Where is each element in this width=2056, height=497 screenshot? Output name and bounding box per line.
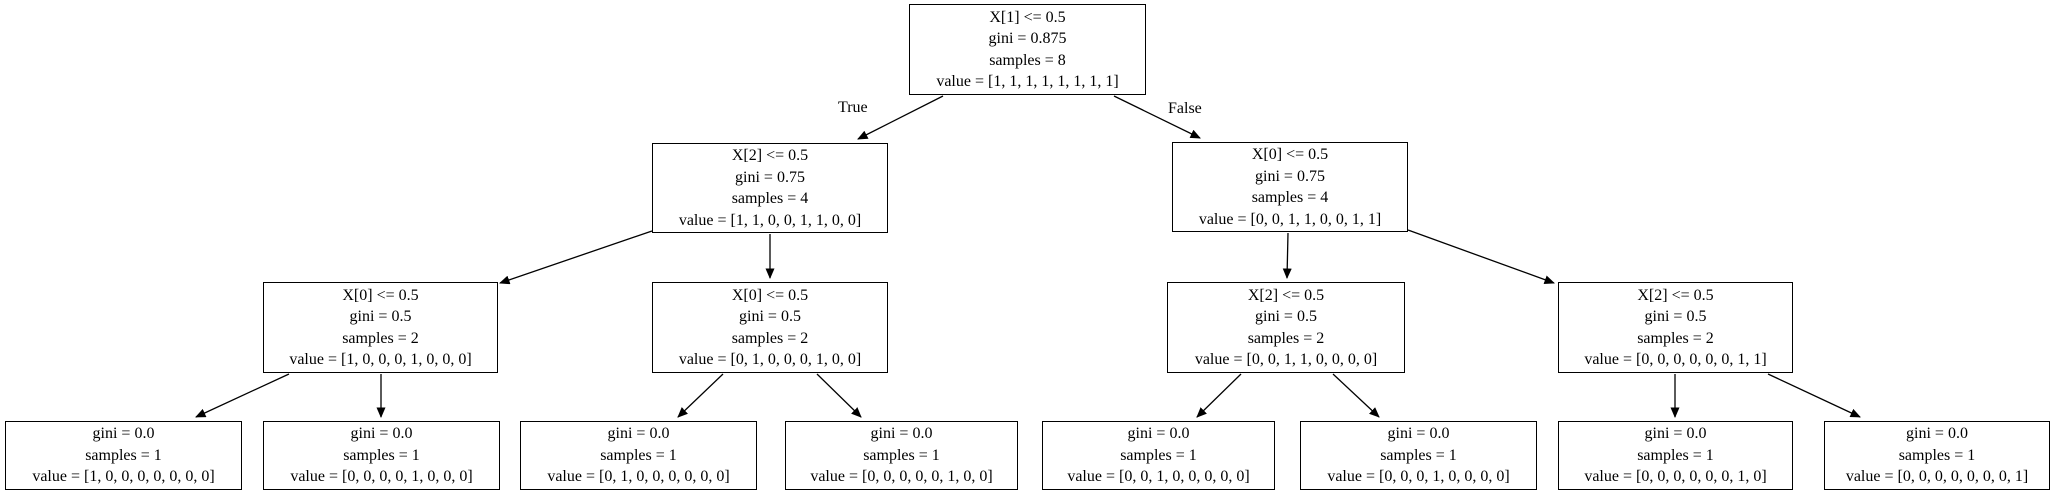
node-samples: samples = 2 <box>1637 329 1714 347</box>
node-samples: samples = 1 <box>343 446 420 464</box>
tree-leaf-1: gini = 0.0 samples = 1 value = [1, 0, 0,… <box>5 421 242 490</box>
node-gini: gini = 0.5 <box>739 308 801 325</box>
node-gini: gini = 0.0 <box>607 425 670 443</box>
node-condition: X[2] <= 0.5 <box>1247 286 1325 304</box>
node-value: value = [1, 1, 1, 1, 1, 1, 1, 1] <box>936 73 1119 90</box>
node-samples: samples = 4 <box>731 190 809 207</box>
node-samples: samples = 4 <box>1251 189 1329 206</box>
tree-leaf-3: gini = 0.0 samples = 1 value = [0, 1, 0,… <box>520 421 757 490</box>
tree-node-depth2-3: X[2] <= 0.5 gini = 0.5 samples = 2 value… <box>1167 282 1405 373</box>
edge-n5-leaf6 <box>1332 373 1380 418</box>
node-value: value = [0, 0, 0, 0, 0, 0, 1, 0] <box>1584 468 1767 486</box>
node-samples: samples = 1 <box>863 446 940 464</box>
tree-node-depth1-right: X[0] <= 0.5 gini = 0.75 samples = 4 valu… <box>1172 142 1408 232</box>
edge-n5-leaf5 <box>1196 373 1242 418</box>
node-samples: samples = 1 <box>1380 446 1457 464</box>
tree-node-root: X[1] <= 0.5 gini = 0.875 samples = 8 val… <box>909 4 1146 95</box>
edge-n3-leaf1 <box>195 373 290 418</box>
node-value: value = [1, 0, 0, 0, 1, 0, 0, 0] <box>289 351 472 368</box>
node-value: value = [0, 0, 0, 0, 0, 0, 0, 1] <box>1845 468 2029 486</box>
node-value: value = [0, 0, 0, 0, 0, 1, 0, 0] <box>810 468 993 486</box>
node-samples: samples = 2 <box>1247 329 1325 347</box>
node-gini: gini = 0.0 <box>92 425 155 443</box>
node-value: value = [0, 0, 1, 1, 0, 0, 0, 0] <box>1194 351 1378 368</box>
node-samples: samples = 1 <box>1120 446 1197 464</box>
node-value: value = [0, 0, 0, 1, 0, 0, 0, 0] <box>1327 468 1510 486</box>
edge-n2-n5 <box>1282 232 1292 279</box>
tree-leaf-8: gini = 0.0 samples = 1 value = [0, 0, 0,… <box>1824 421 2050 490</box>
node-condition: X[0] <= 0.5 <box>731 286 809 304</box>
node-gini: gini = 0.5 <box>1644 308 1707 325</box>
node-gini: gini = 0.875 <box>988 30 1067 47</box>
node-samples: samples = 1 <box>1898 446 1976 464</box>
edge-label-false: False <box>1168 100 1202 117</box>
node-value: value = [0, 0, 1, 1, 0, 0, 1, 1] <box>1198 210 1382 228</box>
edge-n1-n3 <box>499 230 653 285</box>
node-condition: X[0] <= 0.5 <box>342 286 419 304</box>
node-condition: X[0] <= 0.5 <box>1251 146 1329 163</box>
node-gini: gini = 0.0 <box>350 425 413 443</box>
tree-leaf-5: gini = 0.0 samples = 1 value = [0, 0, 1,… <box>1042 421 1275 490</box>
node-samples: samples = 1 <box>85 446 162 464</box>
edge-label-true: True <box>838 99 868 116</box>
tree-node-depth1-left: X[2] <= 0.5 gini = 0.75 samples = 4 valu… <box>652 143 888 233</box>
node-value: value = [1, 1, 0, 0, 1, 1, 0, 0] <box>678 211 862 229</box>
node-value: value = [1, 0, 0, 0, 0, 0, 0, 0] <box>32 468 215 486</box>
node-gini: gini = 0.75 <box>1255 167 1325 185</box>
node-samples: samples = 1 <box>1637 446 1714 464</box>
node-samples: samples = 2 <box>731 329 809 347</box>
node-gini: gini = 0.0 <box>1387 425 1450 443</box>
node-condition: X[1] <= 0.5 <box>989 8 1066 26</box>
edge-n4-leaf4 <box>816 373 862 418</box>
node-gini: gini = 0.5 <box>349 308 412 325</box>
node-value: value = [0, 0, 0, 0, 1, 0, 0, 0] <box>290 468 473 486</box>
node-gini: gini = 0.5 <box>1255 308 1317 325</box>
tree-leaf-6: gini = 0.0 samples = 1 value = [0, 0, 0,… <box>1300 421 1537 490</box>
edge-n4-leaf3 <box>677 373 724 418</box>
tree-node-depth2-4: X[2] <= 0.5 gini = 0.5 samples = 2 value… <box>1558 282 1793 373</box>
node-condition: X[2] <= 0.5 <box>1637 286 1714 304</box>
edge-root-true <box>857 95 944 140</box>
edge-n6-leaf8 <box>1767 373 1861 418</box>
edge-n2-n6 <box>1407 229 1555 284</box>
node-gini: gini = 0.0 <box>870 425 933 443</box>
tree-node-depth2-2: X[0] <= 0.5 gini = 0.5 samples = 2 value… <box>652 282 888 373</box>
node-condition: X[2] <= 0.5 <box>731 147 809 164</box>
tree-leaf-2: gini = 0.0 samples = 1 value = [0, 0, 0,… <box>263 421 500 490</box>
node-value: value = [0, 0, 1, 0, 0, 0, 0, 0] <box>1067 468 1250 486</box>
tree-node-depth2-1: X[0] <= 0.5 gini = 0.5 samples = 2 value… <box>263 282 498 373</box>
node-gini: gini = 0.0 <box>1127 425 1190 443</box>
node-value: value = [0, 1, 0, 0, 0, 1, 0, 0] <box>678 351 862 368</box>
node-gini: gini = 0.0 <box>1906 425 1968 443</box>
node-value: value = [0, 1, 0, 0, 0, 0, 0, 0] <box>547 468 730 486</box>
node-gini: gini = 0.75 <box>735 168 805 186</box>
node-gini: gini = 0.0 <box>1644 425 1707 443</box>
node-samples: samples = 2 <box>342 329 419 347</box>
node-samples: samples = 8 <box>989 51 1066 69</box>
node-value: value = [0, 0, 0, 0, 0, 0, 1, 1] <box>1584 351 1767 368</box>
tree-leaf-7: gini = 0.0 samples = 1 value = [0, 0, 0,… <box>1558 421 1793 490</box>
tree-leaf-4: gini = 0.0 samples = 1 value = [0, 0, 0,… <box>785 421 1018 490</box>
node-samples: samples = 1 <box>600 446 677 464</box>
